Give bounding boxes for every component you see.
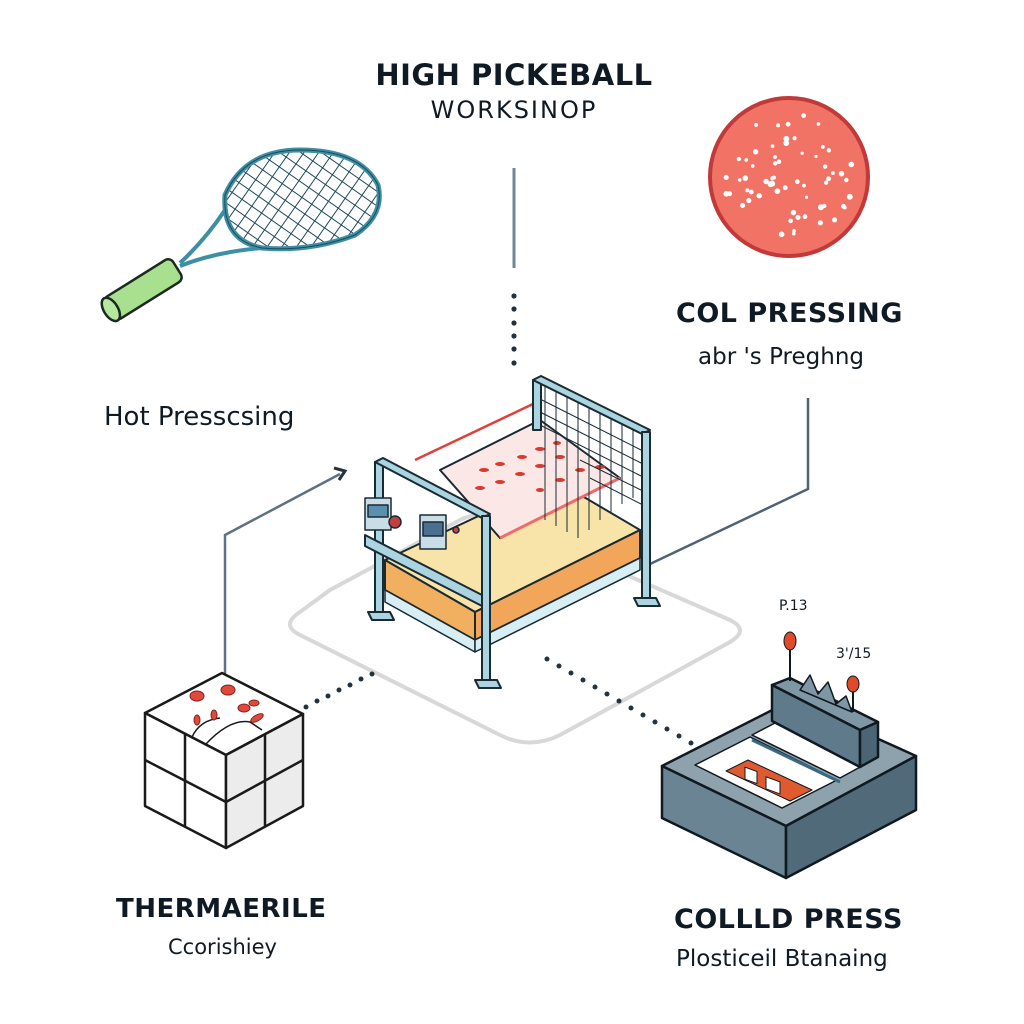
perforation-dot [800, 151, 804, 155]
perforated-ball-disc-icon [708, 96, 870, 258]
perforation-dot [776, 159, 782, 165]
perforation-dot [736, 156, 741, 162]
perforation-dot [776, 123, 781, 128]
perforation-dot [723, 174, 729, 181]
thermal-subtitle: Ccorishiey [168, 935, 277, 959]
perforation-dot [746, 197, 752, 204]
perforation-dot [848, 161, 855, 168]
perforation-dot [822, 164, 828, 169]
perforation-dot [770, 176, 775, 181]
connector-dotted-right [544, 656, 694, 746]
perforation-dot [844, 177, 849, 183]
perforation-dot [846, 193, 853, 200]
perforation-dot [838, 170, 845, 177]
perforation-dot [795, 214, 801, 220]
cold-pressing-title: COL PRESSING [676, 298, 903, 329]
perforation-dot [794, 179, 800, 185]
connector-dotted-left [303, 671, 375, 710]
perforation-dot [748, 189, 754, 195]
perforation-dot [745, 188, 750, 193]
perforation-dot [792, 136, 797, 141]
perforation-dot [763, 178, 769, 185]
perforation-dot [783, 140, 790, 146]
perforation-dot [773, 155, 777, 159]
perforation-dot [769, 180, 776, 187]
perforation-dot [754, 123, 759, 127]
pickleball-paddle-icon [100, 147, 382, 323]
cold-press-title: COLLLD PRESS [674, 904, 903, 935]
connector-hot-pressing [223, 466, 348, 674]
perforation-dot [783, 135, 790, 142]
hot-pressing-label: Hot Presscsing [104, 402, 295, 432]
perforation-dot [824, 180, 829, 185]
cold-press-subtitle: Plosticeil Btanaing [676, 946, 888, 972]
perforation-dot [723, 190, 730, 197]
perforation-dot [756, 193, 762, 199]
perforation-dot [830, 171, 835, 175]
perforation-dot [801, 113, 807, 118]
perforation-dot [750, 164, 755, 168]
perforation-dot [773, 161, 778, 166]
perforation-dot [742, 175, 749, 181]
thermal-title: THERMAERILE [116, 894, 327, 924]
perforation-dot [737, 178, 742, 182]
perforation-dot [788, 218, 793, 224]
perforation-dot [791, 231, 796, 236]
page-subtitle: WORKSINOP [430, 96, 598, 124]
perforation-dot [744, 158, 749, 162]
connector-top [511, 168, 517, 366]
gauge-label: 3'/15 [836, 646, 872, 662]
perforation-dot [814, 154, 818, 159]
perforation-dot [816, 122, 821, 126]
perforation-dot [740, 203, 746, 209]
material-cube-icon [143, 671, 305, 850]
perforation-dot [792, 229, 796, 233]
perforation-dot [820, 144, 825, 149]
perforation-dot [770, 144, 775, 148]
perforation-dot [804, 195, 809, 199]
perforation-dot [778, 231, 785, 238]
perforation-dot [842, 205, 847, 210]
gauge-label: P.13 [779, 598, 808, 614]
perforation-dot [774, 188, 781, 195]
perforation-dot [826, 148, 832, 153]
connector-cold-pressing [649, 398, 810, 566]
perforation-dot [822, 203, 827, 209]
perforation-dot [752, 149, 759, 155]
perforation-dot [790, 209, 797, 216]
perforation-dot [802, 214, 808, 220]
perforation-dot [832, 217, 838, 223]
press-machine-icon [364, 375, 661, 689]
perforation-dot [782, 185, 788, 191]
cold-pressing-subtitle: abr 's Preghng [698, 344, 864, 370]
perforation-dot [802, 183, 806, 188]
control-console-icon [660, 631, 918, 880]
page-title: HIGH PICKEBALL [375, 58, 653, 92]
perforation-dot [817, 220, 823, 226]
perforation-dot [826, 176, 831, 182]
perforation-dot [785, 121, 791, 127]
